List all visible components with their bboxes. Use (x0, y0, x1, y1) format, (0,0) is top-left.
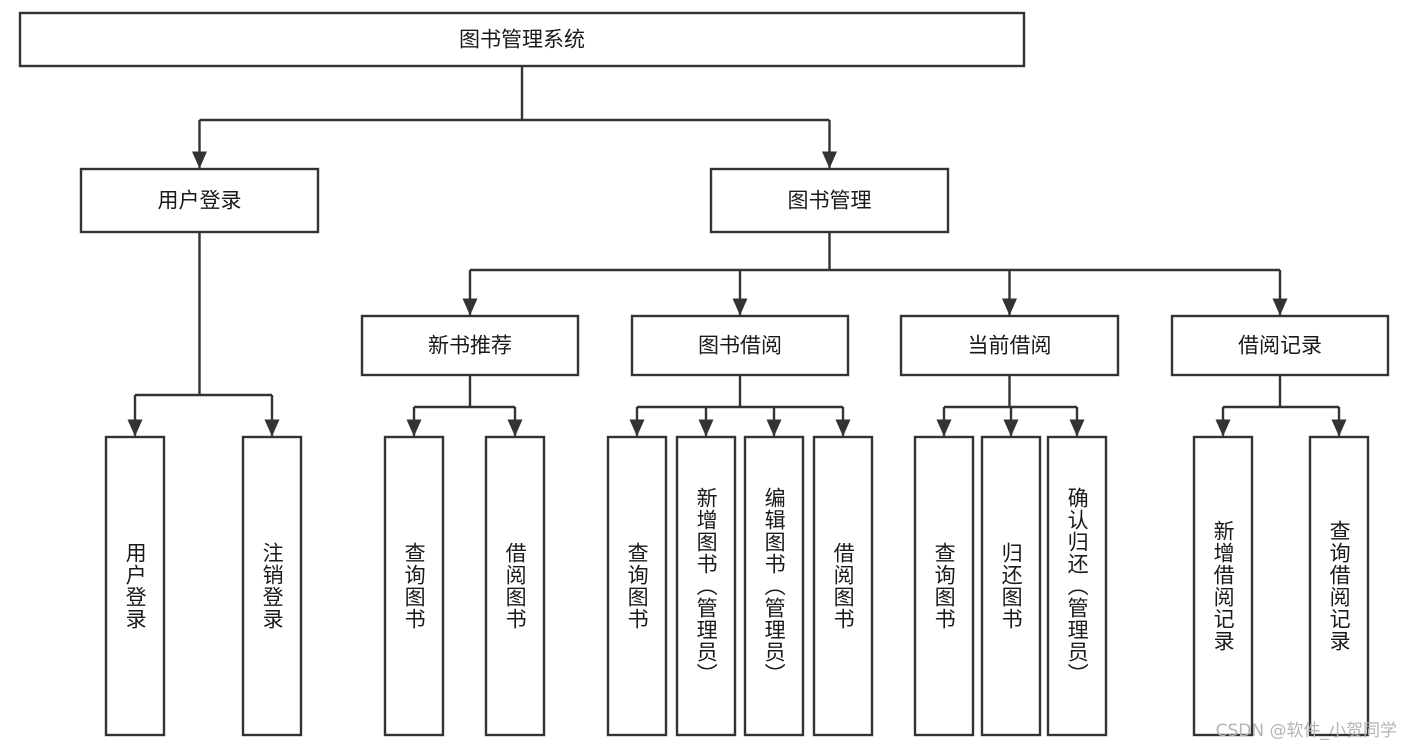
node-label-leaf-edit-book-admin: 编辑图书（管理员） (762, 487, 787, 685)
node-label-leaf-return-book: 归还图书 (999, 542, 1024, 630)
node-label-leaf-user-logout: 注销登录 (260, 542, 285, 630)
arrow-head-icon (1003, 419, 1019, 437)
arrow-head-icon (629, 419, 645, 437)
arrow-head-icon (1331, 419, 1347, 437)
node-label-borrow-record: 借阅记录 (1238, 334, 1322, 358)
arrow-head-icon (462, 298, 478, 316)
node-box-user-login[interactable] (79, 167, 320, 234)
node-label-new-book-rec: 新书推荐 (428, 334, 512, 358)
node-box-leaf-user-login[interactable] (104, 435, 166, 737)
csdn-watermark: CSDN @软件_小贺同学 (1215, 721, 1397, 741)
node-box-book-manage[interactable] (709, 167, 950, 234)
node-label-leaf-confirm-return-admin: 确认归还（管理员） (1065, 487, 1090, 685)
node-box-leaf-user-logout[interactable] (241, 435, 303, 737)
node-box-leaf-borrow-book-rec[interactable] (484, 435, 546, 737)
node-box-leaf-add-borrow-record[interactable] (1192, 435, 1254, 737)
arrow-head-icon (732, 298, 748, 316)
node-box-book-borrow[interactable] (630, 314, 850, 377)
node-box-leaf-query-book-cur[interactable] (913, 435, 975, 737)
node-label-leaf-borrow-book-rec: 借阅图书 (503, 542, 528, 630)
arrow-head-icon (822, 151, 837, 169)
node-box-leaf-confirm-return-admin[interactable] (1046, 435, 1108, 737)
arrow-head-icon (1272, 298, 1288, 316)
arrow-head-icon (766, 419, 782, 437)
node-box-current-borrow[interactable] (899, 314, 1120, 377)
node-label-leaf-user-login: 用户登录 (123, 542, 148, 630)
arrow-head-icon (1069, 419, 1085, 437)
node-label-leaf-query-book-borrow: 查询图书 (625, 542, 650, 630)
node-box-leaf-query-book-borrow[interactable] (606, 435, 668, 737)
connector-lines-layer (127, 66, 1347, 437)
node-box-leaf-query-borrow-record[interactable] (1308, 435, 1370, 737)
node-label-leaf-query-book-rec: 查询图书 (402, 542, 427, 630)
node-label-leaf-borrow-book: 借阅图书 (831, 542, 856, 630)
arrow-head-icon (507, 419, 523, 437)
node-box-leaf-add-book-admin[interactable] (675, 435, 737, 737)
node-label-user-login: 用户登录 (158, 189, 242, 213)
arrow-head-icon (127, 419, 143, 437)
node-label-leaf-query-book-cur: 查询图书 (932, 542, 957, 630)
node-box-leaf-edit-book-admin[interactable] (743, 435, 805, 737)
node-box-root[interactable] (18, 11, 1026, 68)
node-label-current-borrow: 当前借阅 (968, 334, 1052, 358)
node-label-book-borrow: 图书借阅 (698, 334, 782, 358)
node-box-leaf-borrow-book[interactable] (812, 435, 874, 737)
node-label-leaf-add-book-admin: 新增图书（管理员） (694, 487, 719, 685)
node-label-leaf-add-borrow-record: 新增借阅记录 (1211, 520, 1236, 652)
arrow-head-icon (192, 151, 207, 169)
arrow-head-icon (1215, 419, 1231, 437)
node-boxes-layer (18, 11, 1390, 737)
arrow-head-icon (1002, 298, 1017, 316)
node-label-leaf-query-borrow-record: 查询借阅记录 (1327, 520, 1352, 652)
arrow-head-icon (698, 419, 714, 437)
arrow-head-icon (264, 419, 280, 437)
arrow-head-icon (406, 419, 422, 437)
node-box-leaf-query-book-rec[interactable] (383, 435, 445, 737)
node-label-book-manage: 图书管理 (788, 189, 872, 213)
node-label-root: 图书管理系统 (459, 28, 585, 52)
node-box-leaf-return-book[interactable] (980, 435, 1042, 737)
node-box-new-book-rec[interactable] (360, 314, 580, 377)
arrow-head-icon (835, 419, 851, 437)
node-box-borrow-record[interactable] (1170, 314, 1390, 377)
arrow-head-icon (936, 419, 952, 437)
